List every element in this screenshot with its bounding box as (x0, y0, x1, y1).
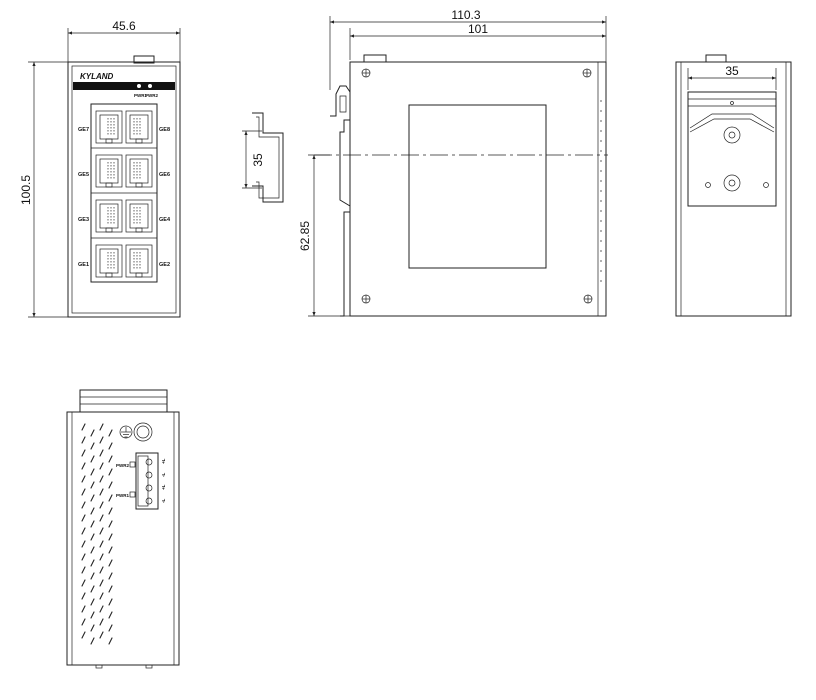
port-label-ge4: GE4 (159, 217, 171, 223)
rj45-port-ge7 (95, 110, 123, 144)
led-bar (73, 82, 175, 90)
front-view: 45.6 100.5 KYLAND PWR1 PWR2 GE7 GE8 GE5 … (19, 19, 181, 318)
rear-rail-width-label: 35 (725, 64, 739, 78)
brand-logo: KYLAND (80, 72, 114, 81)
led-label-pwr2: PWR2 (145, 93, 158, 98)
screw-icon (361, 68, 593, 304)
port-label-ge2: GE2 (159, 262, 170, 268)
side-view: 110.3 101 62.85 (298, 8, 608, 317)
ground-icon (119, 425, 133, 439)
port-label-ge3: GE3 (78, 217, 89, 223)
terminal-label-pwr1: PWR1 (116, 493, 129, 498)
pin-mark-1: +L (161, 458, 166, 464)
rj45-port-ge3 (95, 199, 123, 233)
led-label-pwr1: PWR1 (134, 93, 147, 98)
top-view: PWR2 PWR1 +L -L +L -L (66, 389, 180, 669)
side-total-width-label: 110.3 (451, 8, 480, 22)
rj45-port-ge2 (125, 244, 153, 278)
vent-slots (81, 423, 113, 645)
din-rail-profile: 35 (242, 112, 284, 203)
rj45-port-ge1 (95, 244, 123, 278)
rj45-port-ge8 (125, 110, 153, 144)
port-label-ge1: GE1 (78, 262, 89, 268)
pwr2-led-icon (148, 84, 152, 88)
front-height-label: 100.5 (19, 175, 33, 205)
din-axis-height-label: 62.85 (298, 221, 312, 251)
side-body-width-label: 101 (468, 22, 488, 36)
pwr1-led-icon (137, 84, 141, 88)
ground-screw-icon (133, 422, 153, 442)
terminal-label-pwr2: PWR2 (116, 463, 129, 468)
power-terminal-block (135, 452, 159, 510)
rj45-port-ge6 (125, 154, 153, 188)
rear-view: 35 (675, 54, 792, 317)
port-label-ge7: GE7 (78, 127, 89, 133)
rj45-port-ge5 (95, 154, 123, 188)
pin-mark-2: -L (161, 473, 166, 477)
front-width-label: 45.6 (112, 19, 136, 33)
port-label-ge5: GE5 (78, 172, 89, 178)
pin-mark-4: -L (161, 499, 166, 503)
pin-mark-3: +L (161, 484, 166, 490)
port-label-ge6: GE6 (159, 172, 170, 178)
din-rail-height-label: 35 (251, 153, 265, 167)
rj45-port-ge4 (125, 199, 153, 233)
port-label-ge8: GE8 (159, 127, 170, 133)
